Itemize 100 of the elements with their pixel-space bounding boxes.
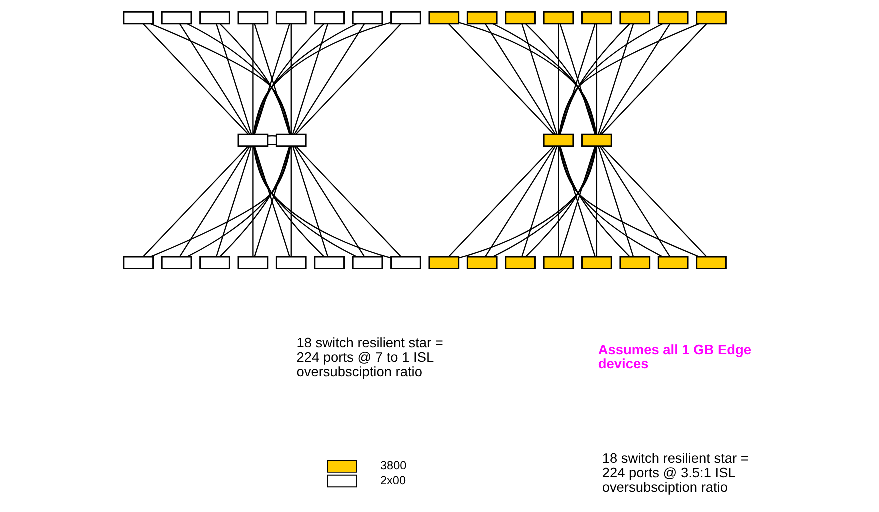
connector — [142, 24, 248, 135]
connector — [521, 146, 558, 258]
connector — [252, 146, 357, 258]
node-box — [352, 256, 383, 270]
node-box — [657, 256, 688, 270]
node-box — [657, 11, 688, 25]
connector — [268, 135, 276, 137]
connector — [295, 146, 402, 258]
node-box — [237, 11, 268, 25]
node-box — [122, 11, 154, 25]
node-box — [466, 11, 498, 25]
node-box — [619, 11, 650, 25]
node-box — [275, 134, 306, 148]
connector — [178, 146, 250, 258]
node-box — [352, 11, 383, 25]
node-box — [199, 256, 230, 270]
node-box — [581, 11, 612, 25]
connector — [186, 146, 291, 258]
connector — [558, 146, 699, 258]
connector — [252, 22, 391, 134]
connector — [596, 146, 598, 257]
node-box — [696, 256, 726, 270]
connector — [292, 24, 328, 135]
connector — [253, 146, 324, 258]
connector — [290, 146, 292, 257]
node-box — [428, 11, 460, 25]
connector — [525, 24, 596, 134]
connector — [558, 24, 559, 134]
label: 18 switch resilient star = 224 ports @ 3.5:1 ISL oversubsciption ratio — [602, 450, 748, 496]
label: Assumes all 1 GB Edge devices — [598, 342, 751, 372]
connector — [252, 23, 357, 135]
node-box — [237, 134, 268, 148]
legend-label: 3800 — [380, 460, 406, 473]
node-box — [466, 256, 498, 270]
connector — [150, 146, 291, 258]
connector — [252, 146, 254, 257]
connector — [558, 23, 663, 135]
connector — [294, 24, 364, 135]
node-box — [314, 256, 344, 270]
connector — [492, 146, 596, 258]
connector — [597, 24, 634, 135]
node-box — [542, 11, 574, 25]
connector — [599, 24, 670, 135]
connector — [596, 24, 598, 134]
connector — [150, 24, 291, 134]
connector — [559, 24, 596, 135]
connector — [558, 146, 663, 258]
node-box — [160, 256, 192, 270]
legend-label: 2x00 — [380, 474, 406, 488]
label: 18 switch resilient star = 224 ports @ 7 to 1 ISL oversubsciption ratio — [296, 335, 443, 380]
connector — [600, 24, 707, 135]
connector — [252, 146, 391, 259]
connector — [492, 23, 596, 135]
node-box — [160, 11, 192, 25]
connector — [599, 146, 670, 258]
connector — [219, 146, 290, 258]
connector — [253, 24, 324, 134]
connector — [290, 24, 292, 134]
connector — [186, 23, 291, 135]
connector — [458, 22, 596, 134]
connector — [295, 24, 401, 135]
connector — [558, 146, 559, 257]
connector — [558, 24, 699, 134]
connector — [142, 146, 248, 258]
connector — [216, 24, 252, 135]
node-box — [428, 256, 460, 270]
connector — [219, 24, 290, 134]
connector — [252, 24, 254, 134]
node-box — [237, 256, 268, 270]
node-box — [504, 256, 536, 270]
connector — [254, 146, 290, 258]
node-box — [275, 256, 306, 270]
node-box — [542, 134, 574, 148]
connector — [559, 146, 630, 258]
connector — [525, 146, 596, 258]
connector — [448, 24, 554, 135]
connector — [559, 146, 596, 258]
node-box — [275, 11, 306, 25]
connector — [254, 24, 290, 135]
connector — [216, 146, 252, 258]
node-box — [122, 256, 154, 270]
connector — [448, 146, 554, 258]
node-box — [199, 11, 230, 25]
connector — [458, 146, 596, 259]
connector — [179, 24, 250, 135]
connector — [600, 146, 707, 258]
node-box — [504, 11, 536, 25]
connector — [559, 24, 630, 134]
node-box — [581, 256, 612, 270]
node-box — [314, 11, 344, 25]
connector — [598, 146, 634, 258]
node-box — [581, 134, 612, 148]
connector — [292, 146, 328, 258]
node-box — [696, 11, 726, 25]
connector — [484, 146, 556, 258]
connector — [521, 24, 558, 135]
node-box — [619, 256, 650, 270]
connector — [294, 146, 365, 258]
connector — [268, 144, 276, 146]
node-box — [542, 256, 574, 270]
